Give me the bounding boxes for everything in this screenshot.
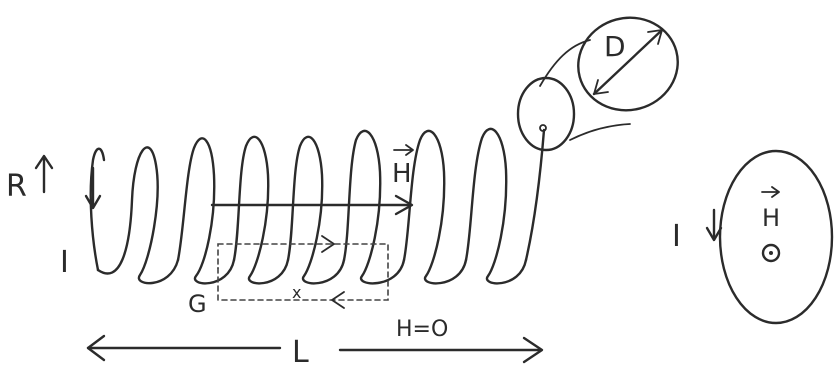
field-out-symbol [761,243,781,263]
solenoid-coil [84,127,546,285]
zoom-line-bottom [569,123,631,141]
end-view-circle [718,149,834,325]
field-vector-right-arrow-mark [761,186,780,198]
field-arrow-inside [210,194,414,216]
label-field-zero: H=O [396,317,448,342]
field-vector-arrow-mark [393,144,414,156]
end-view [705,149,834,325]
field-out-dot [769,251,773,255]
loop-arrow-top [321,235,335,253]
current-arrow-left [84,166,102,210]
coil-turn-1 [96,146,180,285]
label-length: L [292,335,309,368]
wire-cross-section [516,16,679,152]
label-distance-x: x [292,283,301,302]
label-point-g: G [188,290,207,318]
coil-lead-wire [89,147,106,272]
label-field-vector: H [392,159,412,189]
coil-turn-7 [464,127,528,285]
loop-arrow-bottom [331,291,345,309]
label-diameter: D [604,30,626,63]
small-wire-circle [516,76,576,152]
label-current-right: I [672,219,681,254]
diameter-arrowhead-2 [647,29,663,45]
wire-dot [539,124,547,132]
diameter-line [592,28,664,96]
zoomed-wire-circle [577,16,679,112]
amperian-loop [216,235,389,309]
coil-turn-5 [342,129,406,285]
coil-turn-4 [286,135,346,285]
radius-arrow [34,154,54,194]
coil-trailing-lead [524,128,546,262]
label-current-left: I [60,245,69,280]
current-arrow-right-head [705,226,723,242]
label-radius: R [6,169,27,204]
coil-turn-3 [232,135,290,285]
length-arrow [86,334,544,364]
coil-turn-2 [176,137,236,285]
diameter-arrowhead-1 [593,79,609,95]
coil-turn-6 [402,129,468,285]
label-field-vector-right: H [762,204,780,232]
